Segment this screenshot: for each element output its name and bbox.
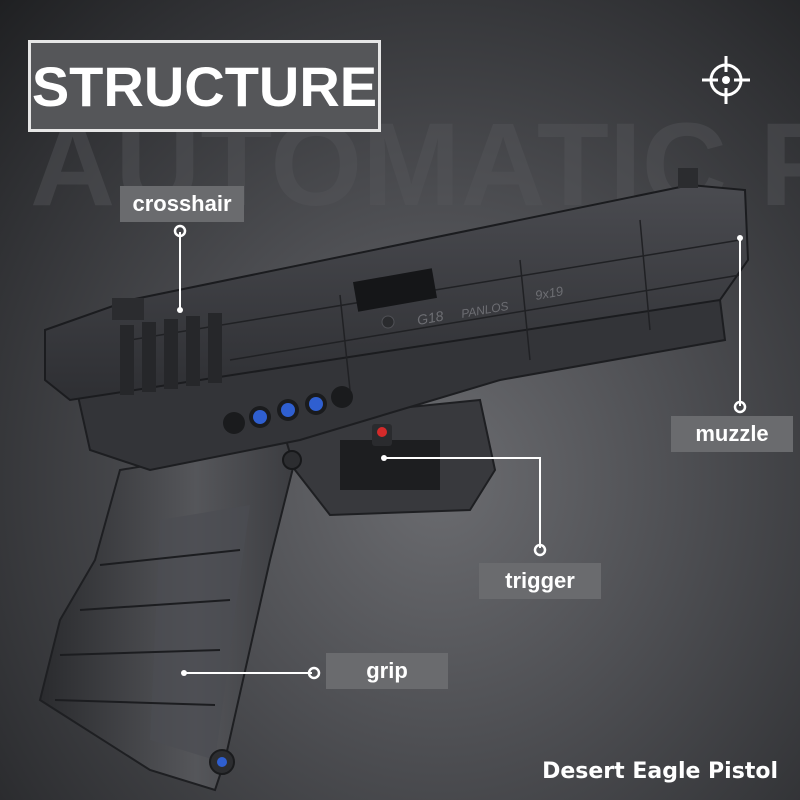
callout-lines [179,232,741,674]
label-muzzle: muzzle [671,416,793,452]
rear-sight [112,298,144,320]
marking-caliber: 9x19 [534,283,564,303]
page-title: STRUCTURE [28,40,381,132]
slide-serrations [120,313,222,395]
front-sight [678,168,698,188]
callout-line-trigger [384,457,541,548]
trigger-red-dot [377,427,387,437]
grip-base-pin-accent [217,757,227,767]
marking-model: G18 [416,308,445,328]
crosshair-target-icon [702,56,750,104]
trigger-guard-opening [340,440,440,490]
label-trigger: trigger [479,563,601,599]
label-grip: grip [326,653,448,689]
grip-block-lines [54,549,241,706]
label-crosshair: crosshair [120,186,244,222]
callout-dots [177,235,743,676]
grip-panel [150,505,250,760]
product-caption: Desert Eagle Pistol [542,759,778,784]
frame-studs [223,386,353,434]
ejection-port [353,268,437,312]
callout-rings [173,224,747,680]
frame-pin [282,450,302,470]
slide-screw [381,315,395,329]
